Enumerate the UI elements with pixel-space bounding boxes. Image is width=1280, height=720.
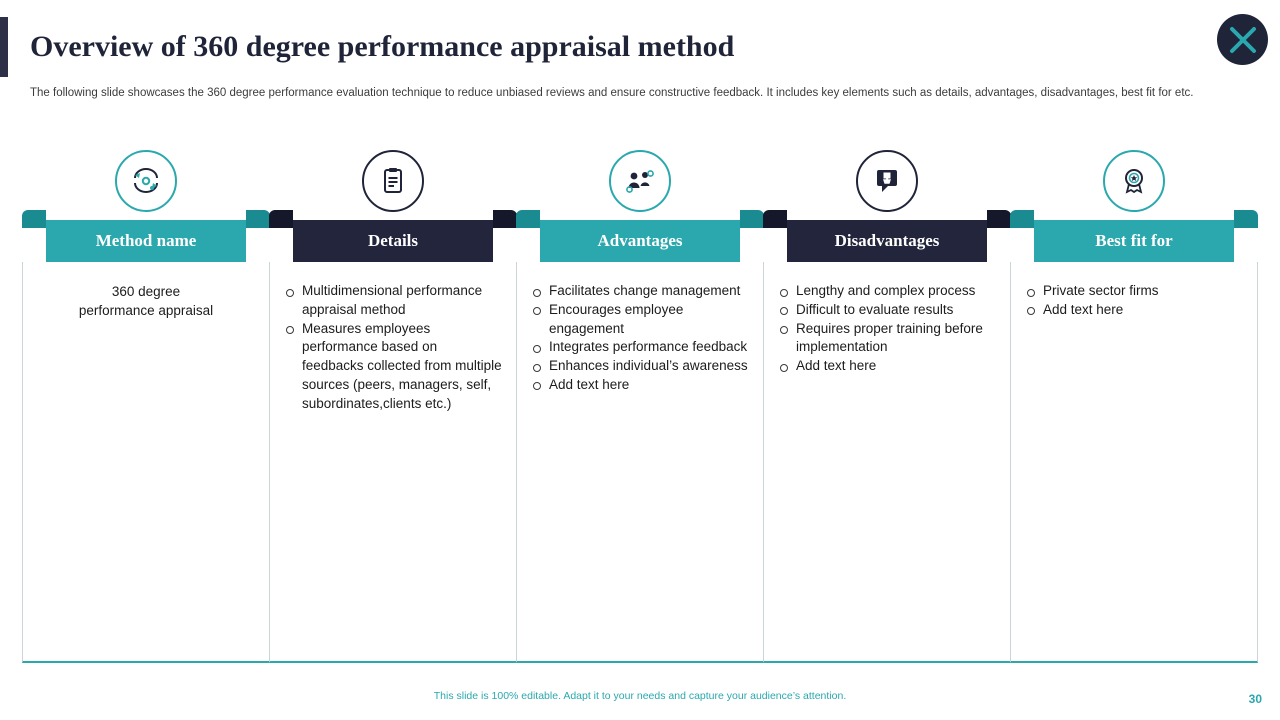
column-centered-text: 360 degree performance appraisal: [78, 284, 214, 318]
column-method-name: Method name 360 degree performance appra…: [22, 148, 270, 663]
list-item: Add text here: [531, 376, 749, 395]
column-best-fit-for: Best fit for Private sector firms Add te…: [1010, 148, 1258, 663]
column-heading-label: Details: [367, 231, 419, 250]
page-number: 30: [1248, 692, 1262, 706]
list-item: Add text here: [1025, 301, 1243, 320]
page-subtitle: The following slide showcases the 360 de…: [30, 87, 1194, 99]
column-heading-ribbon: Disadvantages: [763, 210, 1011, 262]
column-heading-label: Advantages: [597, 231, 683, 250]
bullet-list: Multidimensional performance appraisal m…: [284, 282, 502, 414]
column-panel: Multidimensional performance appraisal m…: [269, 262, 517, 663]
list-item: Encourages employee engagement: [531, 301, 749, 339]
list-item: Lengthy and complex process: [778, 282, 996, 301]
ribbon-tail-right: [1234, 210, 1258, 228]
ribbon-tail-right: [987, 210, 1011, 228]
list-item: Measures employees performance based on …: [284, 320, 502, 414]
column-body: Facilitates change management Encourages…: [517, 262, 763, 395]
column-body: Private sector firms Add text here: [1011, 262, 1257, 320]
ribbon-tail-right: [493, 210, 517, 228]
list-item: Enhances individual’s awareness: [531, 357, 749, 376]
footer-note: This slide is 100% editable. Adapt it to…: [433, 690, 847, 702]
ribbon-band: Advantages: [540, 220, 740, 262]
column-panel: Private sector firms Add text here: [1010, 262, 1258, 663]
list-item: Integrates performance feedback: [531, 338, 749, 357]
column-disadvantages: Disadvantages Lengthy and complex proces…: [763, 148, 1011, 663]
list-item: Requires proper training before implemen…: [778, 320, 996, 358]
icon-container: [763, 150, 1011, 212]
bullet-list: Facilitates change management Encourages…: [531, 282, 749, 395]
column-details: Details Multidimensional performance app…: [269, 148, 517, 663]
column-body: Multidimensional performance appraisal m…: [270, 262, 516, 414]
list-item: Difficult to evaluate results: [778, 301, 996, 320]
column-advantages: Advantages Facilitates change management…: [516, 148, 764, 663]
bullet-list: Private sector firms Add text here: [1025, 282, 1243, 320]
column-heading-label: Disadvantages: [834, 231, 940, 250]
list-item: Private sector firms: [1025, 282, 1243, 301]
title-accent-bar: [0, 17, 8, 77]
people-group-icon: [609, 150, 671, 212]
award-badge-icon: [1103, 150, 1165, 212]
icon-container: [269, 150, 517, 212]
icon-container: [1010, 150, 1258, 212]
list-item: Multidimensional performance appraisal m…: [284, 282, 502, 320]
list-item: Add text here: [778, 357, 996, 376]
bullet-list: Lengthy and complex process Difficult to…: [778, 282, 996, 376]
column-panel: 360 degree performance appraisal: [22, 262, 270, 663]
icon-container: [22, 150, 270, 212]
column-heading-ribbon: Advantages: [516, 210, 764, 262]
column-heading-label: Best fit for: [1095, 231, 1173, 250]
ribbon-band: Method name: [46, 220, 246, 262]
ribbon-band: Disadvantages: [787, 220, 987, 262]
ribbon-tail-left: [22, 210, 46, 228]
column-panel: Facilitates change management Encourages…: [516, 262, 764, 663]
list-item: Facilitates change management: [531, 282, 749, 301]
cycle-360-icon: [115, 150, 177, 212]
icon-container: [516, 150, 764, 212]
ribbon-tail-left: [1010, 210, 1034, 228]
column-heading-label: Method name: [95, 231, 197, 250]
ribbon-tail-left: [516, 210, 540, 228]
column-heading-ribbon: Details: [269, 210, 517, 262]
document-list-icon: [362, 150, 424, 212]
ribbon-tail-right: [740, 210, 764, 228]
column-panel: Lengthy and complex process Difficult to…: [763, 262, 1011, 663]
columns-container: Method name 360 degree performance appra…: [22, 148, 1258, 663]
close-x-icon: [1229, 26, 1256, 53]
ribbon-band: Best fit for: [1034, 220, 1234, 262]
ribbon-band: Details: [293, 220, 493, 262]
page-title: Overview of 360 degree performance appra…: [30, 30, 735, 63]
column-heading-ribbon: Best fit for: [1010, 210, 1258, 262]
ribbon-tail-left: [763, 210, 787, 228]
close-button[interactable]: [1217, 14, 1268, 65]
ribbon-tail-right: [246, 210, 270, 228]
column-body: Lengthy and complex process Difficult to…: [764, 262, 1010, 376]
column-heading-ribbon: Method name: [22, 210, 270, 262]
thumbs-down-icon: [856, 150, 918, 212]
ribbon-tail-left: [269, 210, 293, 228]
